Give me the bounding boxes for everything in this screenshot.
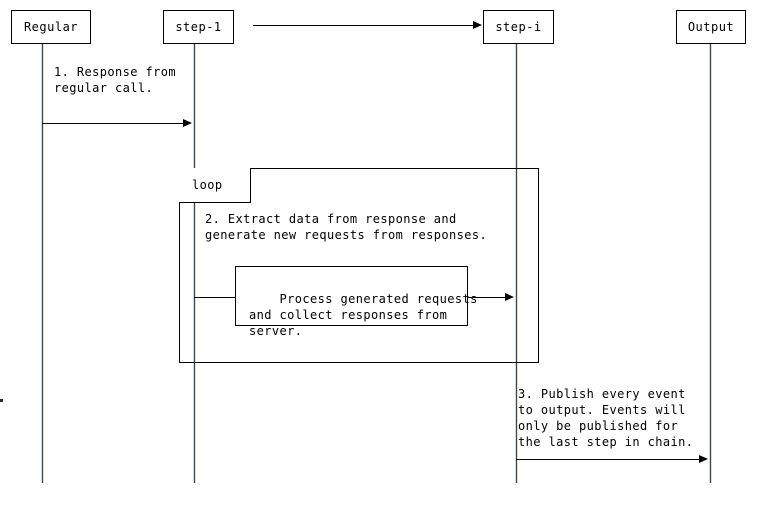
message-1-label: 1. Response from regular call. xyxy=(54,65,176,95)
lifeline-step-i xyxy=(516,44,517,483)
participant-output-label: Output xyxy=(687,20,735,34)
participant-regular-label: Regular xyxy=(23,20,79,34)
loop-fragment-operator: loop xyxy=(179,168,251,203)
participant-regular[interactable]: Regular xyxy=(11,10,91,44)
message-process-head xyxy=(505,293,514,301)
loop-fragment-operator-label: loop xyxy=(192,178,223,192)
message-process-line-right xyxy=(468,297,506,298)
edge-mark xyxy=(0,399,3,402)
lifeline-step-1 xyxy=(194,44,195,483)
participant-step-i-label: step-i xyxy=(495,20,542,34)
message-3-line xyxy=(516,459,700,460)
message-2-label: 2. Extract data from response and genera… xyxy=(205,212,488,242)
participant-step-1[interactable]: step-1 xyxy=(163,10,234,44)
message-3-head xyxy=(699,455,708,463)
chain-arrow-line xyxy=(253,25,474,26)
message-process-line-left xyxy=(194,297,235,298)
participant-output[interactable]: Output xyxy=(676,10,746,44)
participant-step-1-label: step-1 xyxy=(175,20,222,34)
message-process-label: Process generated requests and collect r… xyxy=(249,292,478,338)
chain-arrow-head xyxy=(473,21,482,29)
message-3-label: 3. Publish every event to output. Events… xyxy=(518,387,694,449)
loop-fragment-frame xyxy=(179,168,539,363)
lifeline-output xyxy=(710,44,711,483)
message-process-label-box: Process generated requests and collect r… xyxy=(235,266,477,338)
lifeline-regular xyxy=(42,44,43,483)
message-1-head xyxy=(183,119,192,127)
message-1-line xyxy=(42,123,184,124)
participant-step-i[interactable]: step-i xyxy=(483,10,554,44)
